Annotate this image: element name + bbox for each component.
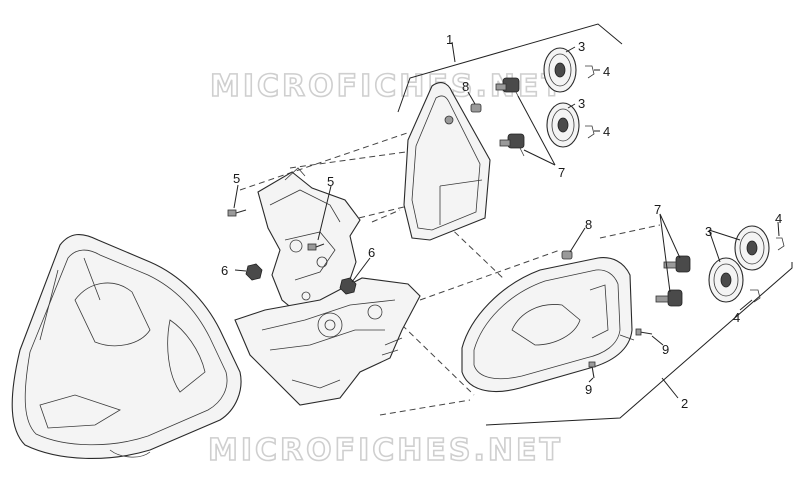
bulb-socket-lower-a (663, 255, 691, 273)
pin-a (470, 103, 482, 113)
callout-3-upper-b: 3 (578, 96, 585, 111)
nut-a (245, 263, 263, 281)
rubber-cap-lower-b (708, 257, 744, 303)
rubber-cap-upper-a (543, 47, 577, 93)
clip-c (776, 237, 785, 251)
leader-lines (233, 46, 780, 383)
callout-4-c: 4 (775, 211, 782, 226)
callout-1: 1 (446, 32, 453, 47)
pin-b (561, 250, 573, 260)
small-screw-b (588, 361, 596, 379)
clip-b (585, 125, 595, 139)
callout-4-d: 4 (733, 310, 740, 325)
callout-4-a: 4 (603, 64, 610, 79)
callout-labels: 1 2 3 3 3 4 4 4 4 5 5 6 6 7 7 8 8 9 9 (221, 32, 782, 411)
callout-9-b: 9 (585, 382, 592, 397)
callout-5-a: 5 (233, 171, 240, 186)
bulb-socket-upper-b (499, 133, 525, 157)
screw-b (307, 243, 325, 251)
screw-a (227, 209, 247, 217)
callout-8-lower: 8 (585, 217, 592, 232)
small-screw-a (635, 328, 653, 336)
callout-5-b: 5 (327, 174, 334, 189)
callout-7-lower: 7 (654, 202, 661, 217)
rubber-cap-upper-b (546, 102, 580, 148)
assembly-bracket-2 (485, 262, 793, 426)
callout-8-upper: 8 (462, 79, 469, 94)
clip-d (750, 289, 761, 303)
callout-3-lower: 3 (705, 224, 712, 239)
callout-6-a: 6 (221, 263, 228, 278)
callout-2: 2 (681, 396, 688, 411)
callout-3-upper-a: 3 (578, 39, 585, 54)
alignment-dashes (239, 131, 661, 416)
clip-a (585, 65, 595, 79)
callout-7-upper: 7 (558, 165, 565, 180)
lower-mounting-frame (234, 277, 421, 406)
lower-headlight-unit (461, 257, 635, 392)
callout-6-b: 6 (368, 245, 375, 260)
callout-4-b: 4 (603, 124, 610, 139)
bulb-socket-lower-b (655, 289, 683, 307)
upper-headlight-unit (403, 82, 491, 241)
rubber-cap-lower-a (734, 225, 770, 271)
callout-9-a: 9 (662, 342, 669, 357)
assembly-bracket-1 (397, 23, 623, 113)
front-fairing (11, 234, 242, 459)
watermark-bottom: MICROFICHES.NET (208, 433, 563, 468)
